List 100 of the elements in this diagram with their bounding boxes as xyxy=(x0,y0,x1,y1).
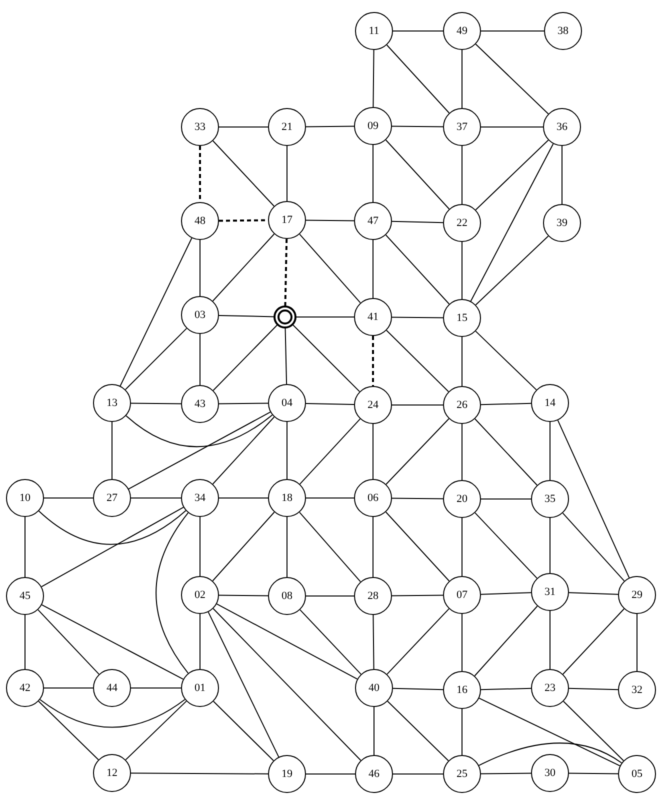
connector-line xyxy=(130,402,182,404)
graph-node: 18 xyxy=(268,479,306,517)
connector-line xyxy=(216,603,358,680)
graph-node: 01 xyxy=(181,669,219,707)
connector-line xyxy=(40,699,186,728)
dashed-connector xyxy=(284,238,288,306)
graph-node: 45 xyxy=(6,577,44,615)
connector-line xyxy=(124,328,188,390)
connector-line xyxy=(474,418,538,486)
connector-line xyxy=(213,700,274,762)
connector-line xyxy=(475,44,549,114)
graph-node: 46 xyxy=(355,755,393,793)
connector-line xyxy=(372,240,374,298)
connector-line xyxy=(218,126,268,128)
graph-node: 22 xyxy=(443,204,481,242)
graph-node: 15 xyxy=(443,299,481,337)
connector-line xyxy=(292,324,360,392)
connector-line xyxy=(372,424,374,480)
connector-line xyxy=(299,512,361,582)
connector-line xyxy=(300,609,362,675)
graph-node: 27 xyxy=(93,479,131,517)
connector-line xyxy=(130,772,268,774)
connector-line xyxy=(386,418,450,485)
connector-line xyxy=(392,30,444,32)
connector-line xyxy=(568,592,618,595)
connector-line xyxy=(475,330,537,390)
connector-line xyxy=(372,144,374,202)
connector-line xyxy=(212,140,275,207)
connector-line xyxy=(636,614,638,672)
connector-line xyxy=(125,700,187,760)
graph-node: 03 xyxy=(181,296,219,334)
connector-line xyxy=(392,316,444,318)
graph-node: 09 xyxy=(354,107,392,145)
graph-node: 48 xyxy=(181,202,219,240)
connector-line xyxy=(218,402,268,404)
graph-node: 34 xyxy=(181,479,219,517)
graph-node: 41 xyxy=(354,298,392,336)
graph-node: 28 xyxy=(354,577,392,615)
connector-line xyxy=(286,516,288,578)
connector-line xyxy=(480,30,544,32)
graph-node: 24 xyxy=(354,386,392,424)
graph-node: 31 xyxy=(531,573,569,611)
connector-line xyxy=(41,506,184,588)
connector-line xyxy=(392,126,444,128)
connector-line xyxy=(306,220,354,222)
graph-node: 29 xyxy=(618,576,656,614)
connector-line xyxy=(480,498,532,500)
graph-node: 06 xyxy=(354,479,392,517)
graph-node: 08 xyxy=(268,577,306,615)
graph-node: 16 xyxy=(443,671,481,709)
connector-line xyxy=(387,700,449,762)
connector-line xyxy=(24,516,26,578)
dashed-connector xyxy=(372,336,374,386)
graph-node: 43 xyxy=(181,385,219,423)
double-circle-node xyxy=(273,305,297,329)
connector-line xyxy=(386,330,449,392)
connector-line xyxy=(38,510,186,545)
connector-line xyxy=(563,700,624,762)
graph-node: 20 xyxy=(443,480,481,518)
graph-node: 38 xyxy=(544,12,582,50)
connector-line xyxy=(212,416,275,484)
connector-line xyxy=(474,512,538,579)
connector-line xyxy=(392,220,444,224)
connector-line xyxy=(392,594,444,596)
graph-node: 17 xyxy=(268,201,306,239)
connector-line xyxy=(120,238,192,386)
graph-node: 14 xyxy=(531,384,569,422)
connector-line xyxy=(296,316,354,318)
graph-node: 47 xyxy=(354,202,392,240)
connector-line xyxy=(480,688,532,690)
connector-line xyxy=(475,140,549,210)
connector-line xyxy=(372,614,374,670)
connector-line xyxy=(212,512,275,582)
graph-node: 07 xyxy=(443,576,481,614)
connector-line xyxy=(372,516,374,578)
connector-line xyxy=(128,412,271,490)
connector-line xyxy=(306,402,354,406)
graph-node: 44 xyxy=(93,669,131,707)
connector-line xyxy=(557,420,630,578)
connector-line xyxy=(392,404,444,406)
dashed-connector xyxy=(199,146,201,202)
connector-line xyxy=(299,418,361,485)
connector-line xyxy=(286,146,288,202)
connector-line xyxy=(218,594,268,596)
graph-node: 35 xyxy=(531,480,569,518)
connector-line xyxy=(385,234,450,304)
connector-line xyxy=(306,126,354,128)
connector-line xyxy=(474,606,538,676)
connector-line xyxy=(568,688,618,690)
connector-line xyxy=(480,402,532,406)
connector-line xyxy=(392,688,444,690)
graph-node: 04 xyxy=(268,384,306,422)
connector-line xyxy=(470,143,554,302)
graph-node: 05 xyxy=(618,755,656,793)
connector-line xyxy=(385,512,450,582)
graph-node: 13 xyxy=(93,384,131,422)
connector-line xyxy=(212,324,278,391)
graph-node: 19 xyxy=(268,755,306,793)
graph-node: 12 xyxy=(93,754,131,792)
graph-node: 32 xyxy=(618,671,656,709)
